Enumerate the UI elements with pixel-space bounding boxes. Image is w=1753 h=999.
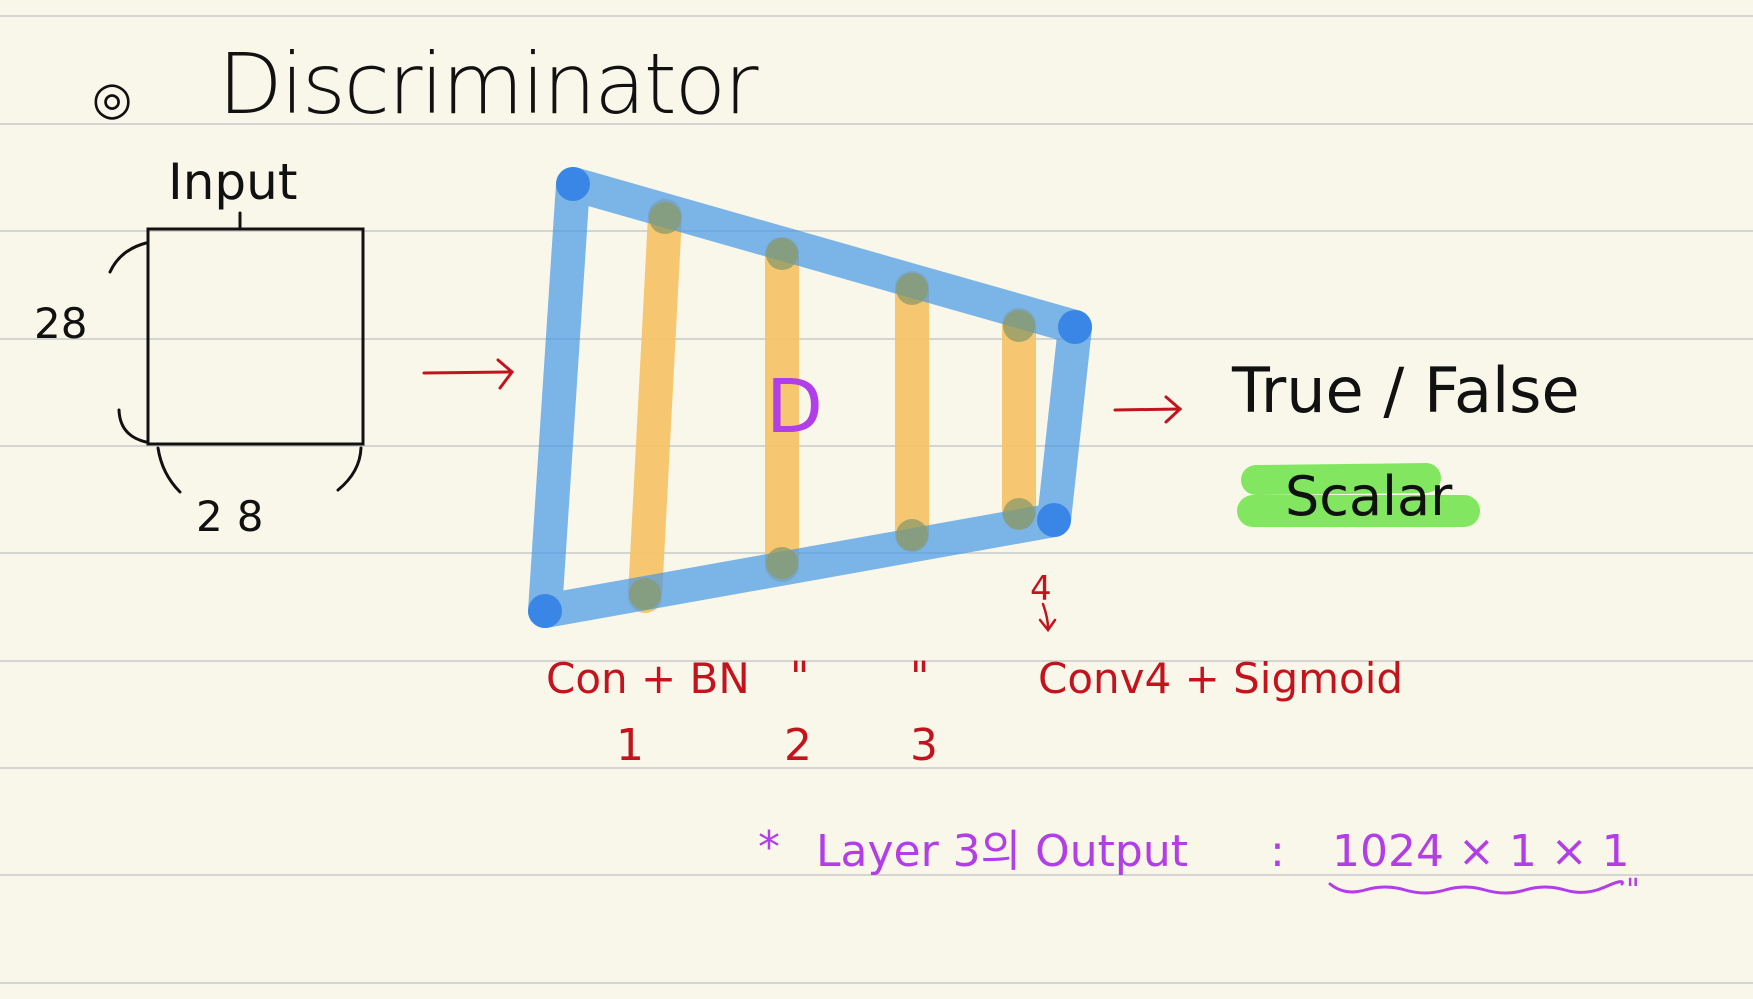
- layer-index-1: 1: [616, 720, 644, 771]
- input-height-label: 28: [34, 299, 88, 348]
- layer-label-first: Con + BN: [546, 654, 750, 703]
- note-value: 1024 × 1 × 1: [1332, 826, 1630, 877]
- layer-label-last: Conv4 + Sigmoid: [1038, 654, 1404, 703]
- layer-bars: [628, 199, 1036, 613]
- layer-index-3: 3: [910, 720, 938, 771]
- layer-index-2: 2: [784, 720, 812, 771]
- output-type-label: Scalar: [1285, 465, 1453, 528]
- input-image-box: [108, 211, 365, 494]
- trapezoid-corner-dots: [528, 167, 1092, 628]
- note-star: *: [758, 822, 780, 873]
- note-quote: ": [1626, 873, 1640, 908]
- output-label: True / False: [1232, 354, 1580, 427]
- network-label: D: [766, 364, 823, 450]
- layer-bar-1: [628, 199, 682, 613]
- note-text: Layer 3의 Output: [816, 826, 1188, 877]
- note-colon: :: [1270, 826, 1285, 877]
- overlap-marks: [629, 202, 1035, 610]
- layer-label-repeat-2: ": [910, 652, 930, 701]
- pointer-mark: 4: [1030, 569, 1052, 609]
- layer-label-repeat-1: ": [790, 652, 810, 701]
- width-brace: [156, 446, 363, 494]
- input-width-label: 28: [196, 492, 278, 541]
- title-bullet-icon: ◎: [92, 71, 133, 125]
- input-arrow: [422, 358, 515, 390]
- input-label: Input: [168, 153, 298, 211]
- page-title: Discriminator: [218, 35, 759, 133]
- scalar-highlight: [1237, 463, 1480, 527]
- height-brace: [108, 241, 148, 444]
- value-underline: [1328, 880, 1624, 895]
- last-layer-pointer: [1038, 602, 1057, 633]
- output-arrow: [1113, 395, 1183, 424]
